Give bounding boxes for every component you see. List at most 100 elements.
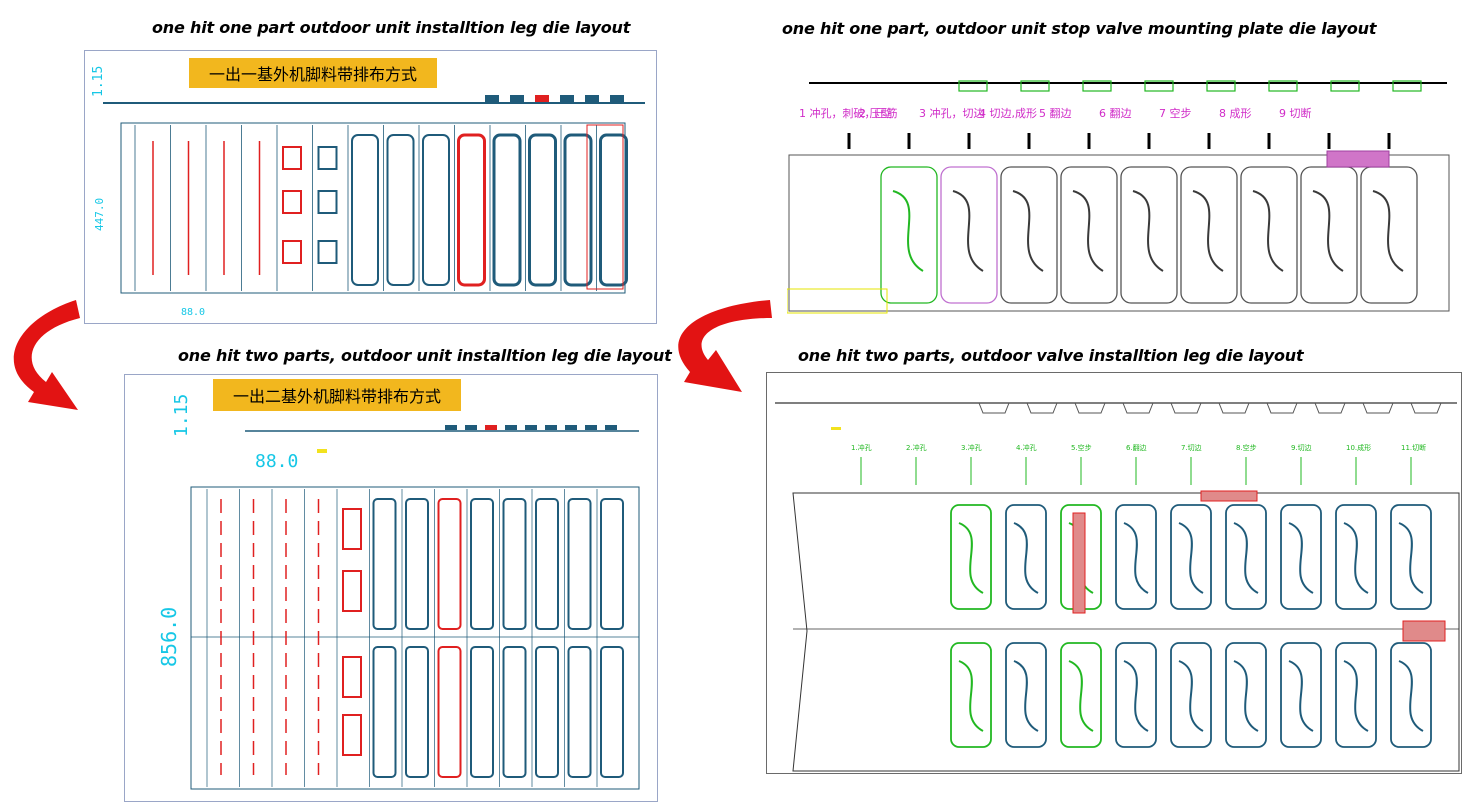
profile-mark	[510, 95, 524, 102]
profile-mark	[485, 425, 497, 430]
title-one-hit-one-part-leg: one hit one part outdoor unit installtio…	[152, 18, 631, 37]
part-bend	[958, 522, 984, 594]
strip-layout-drawing	[787, 80, 1450, 314]
part-bend	[1343, 660, 1369, 732]
profile-mark	[1362, 402, 1394, 414]
part-outline	[600, 646, 624, 778]
pierce-window	[342, 570, 362, 612]
pierce-window	[342, 714, 362, 756]
part-outline	[1335, 642, 1377, 748]
station-label: 4.冲孔	[1016, 444, 1037, 452]
profile-mark	[1330, 80, 1360, 92]
part-bend	[1012, 190, 1044, 272]
station-label: 11.切断	[1401, 444, 1427, 452]
part-bend	[1252, 190, 1284, 272]
part-outline	[1390, 504, 1432, 610]
profile-mark	[525, 425, 537, 430]
station-label: 4 切边,成形	[979, 107, 1037, 120]
layout-banner: 一出一基外机脚料带排布方式	[189, 58, 437, 88]
profile-mark	[1410, 402, 1442, 414]
width-dimension: 856.0	[157, 606, 181, 667]
part-bend	[1288, 522, 1314, 594]
curved-arrow-icon	[13, 300, 80, 410]
layout-banner: 一出二基外机脚料带排布方式	[213, 379, 461, 411]
part-outline	[535, 646, 559, 778]
pierce-window	[282, 190, 302, 214]
part-outline	[1060, 166, 1118, 304]
profile-mark	[485, 95, 499, 102]
part-outline	[1180, 166, 1238, 304]
part-outline	[372, 646, 397, 778]
part-outline	[422, 134, 450, 286]
title-one-hit-two-parts-leg: one hit two parts, outdoor unit installt…	[178, 346, 672, 365]
cutoff-blade	[1402, 620, 1446, 642]
part-bend	[1233, 660, 1259, 732]
part-outline	[1240, 166, 1298, 304]
station-label: 3 冲孔，切边	[919, 107, 985, 120]
part-bend	[1343, 522, 1369, 594]
profile-mark	[1170, 402, 1202, 414]
part-outline	[1120, 166, 1178, 304]
profile-mark	[445, 425, 457, 430]
curved-arrow-icon	[678, 300, 772, 392]
profile-mark	[1122, 402, 1154, 414]
profile-mark	[1020, 80, 1050, 92]
station-label: 6 翻边	[1099, 107, 1132, 120]
profile-mark	[465, 425, 477, 430]
part-outline	[405, 498, 429, 630]
part-outline	[502, 646, 527, 778]
strip-layout-drawing	[775, 402, 1460, 772]
part-bend	[952, 190, 984, 272]
part-outline	[1390, 642, 1432, 748]
station-label: 3.冲孔	[961, 444, 982, 452]
part-outline	[1335, 504, 1377, 610]
part-bend	[958, 660, 984, 732]
profile-mark	[1074, 402, 1106, 414]
strip-layout-drawing	[103, 95, 645, 294]
part-outline	[880, 166, 938, 304]
part-outline	[1005, 642, 1047, 748]
strip-outline	[788, 154, 1450, 312]
part-bend	[1068, 660, 1094, 732]
part-outline	[1280, 642, 1322, 748]
part-outline	[535, 498, 559, 630]
cutoff-blade	[1200, 490, 1258, 502]
part-outline	[600, 498, 624, 630]
station-label: 10.成形	[1346, 444, 1372, 452]
part-outline	[386, 134, 415, 286]
station-label: 1 冲孔，刺破，压筋	[799, 107, 898, 120]
profile-mark	[1314, 402, 1346, 414]
part-bend	[1233, 522, 1259, 594]
part-bend	[1013, 522, 1039, 594]
part-outline	[405, 646, 429, 778]
station-label: 5 翻边	[1039, 107, 1072, 120]
part-outline	[940, 166, 998, 304]
station-label: 1.冲孔	[851, 444, 872, 452]
profile-mark	[610, 95, 624, 102]
station-label: 9.切边	[1291, 444, 1312, 452]
part-outline	[1115, 642, 1157, 748]
part-bend	[1013, 660, 1039, 732]
station-label: 5.空步	[1071, 444, 1092, 452]
part-outline	[1225, 642, 1267, 748]
part-outline	[1280, 504, 1322, 610]
part-outline	[528, 133, 557, 287]
pierce-window	[317, 146, 338, 170]
profile-mark	[560, 95, 574, 102]
pitch-dimension: 88.0	[181, 307, 206, 318]
cutoff-blade	[1326, 150, 1390, 168]
part-outline	[470, 498, 494, 630]
part-outline	[599, 133, 628, 287]
profile-mark	[1268, 80, 1298, 92]
strip-outline	[190, 486, 640, 790]
station-label: 8.空步	[1236, 444, 1257, 452]
pierce-window	[317, 190, 338, 214]
station-label: 9 切断	[1279, 107, 1312, 120]
profile-mark	[565, 425, 577, 430]
part-bend	[1178, 522, 1204, 594]
part-bend	[1178, 660, 1204, 732]
pierce-window	[342, 656, 362, 698]
part-outline	[437, 498, 462, 630]
part-bend	[1072, 190, 1104, 272]
